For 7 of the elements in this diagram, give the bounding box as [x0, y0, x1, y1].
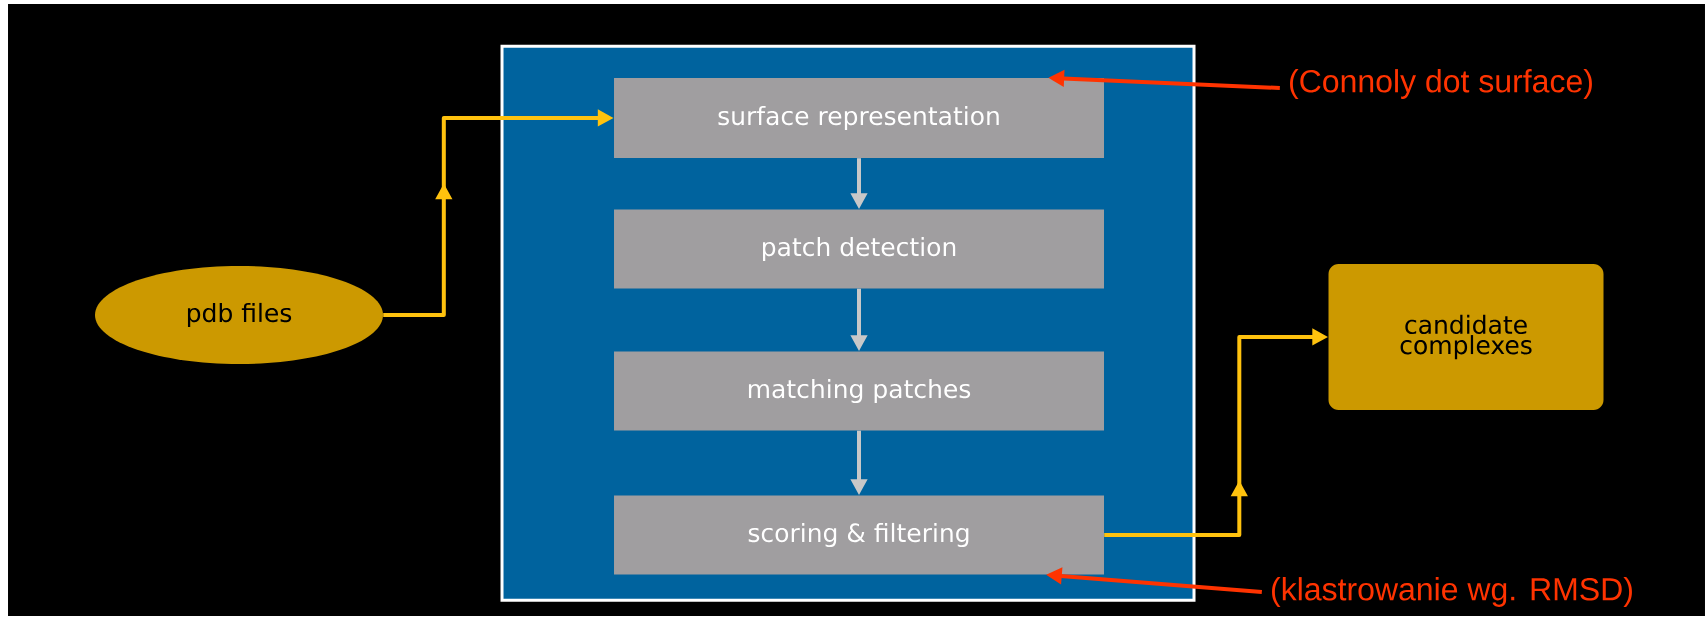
- process-box: patch detection: [614, 209, 1104, 289]
- output-box: candidate complexes: [1328, 264, 1604, 410]
- process-box: matching patches: [614, 351, 1104, 431]
- annotation-text: (Connoly dot surface): [1290, 69, 1592, 99]
- process-box: surface representation: [614, 78, 1104, 158]
- annotation-text: (klastrowanie wg. RMSD): [1272, 577, 1632, 607]
- process-box: scoring & filtering: [614, 495, 1104, 575]
